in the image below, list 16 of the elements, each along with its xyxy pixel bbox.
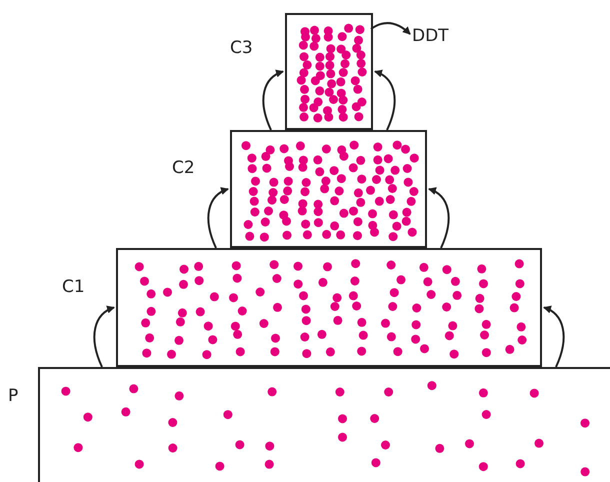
trophic-level-box [285,13,373,130]
curved-arrow [262,70,284,130]
curved-arrow [428,188,450,248]
curved-arrow [370,22,411,35]
curved-arrow [374,70,396,130]
level-label: C2 [172,158,195,178]
trophic-level-box [230,130,427,248]
trophic-level-box [116,248,542,367]
curved-arrow [543,306,565,368]
level-label: P [8,386,18,406]
trophic-level-box [38,367,610,482]
curved-arrow [93,306,115,368]
level-label: C3 [230,38,253,58]
curved-arrow [207,188,229,248]
label-text: DDT [412,26,449,46]
level-label: C1 [62,277,85,297]
